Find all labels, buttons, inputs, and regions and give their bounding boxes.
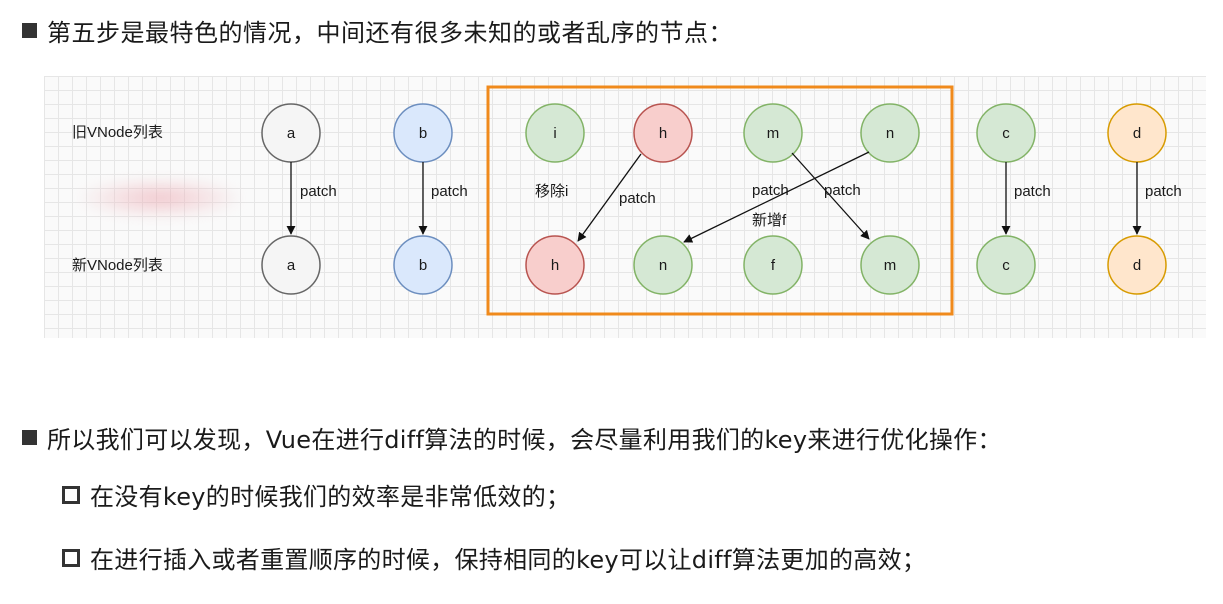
new-node-circle — [525, 235, 585, 295]
old-node-label: m — [767, 125, 780, 142]
filled-square-bullet-icon — [22, 430, 37, 445]
edge-label-n: patch — [824, 182, 861, 199]
edge-label-b: patch — [431, 183, 468, 200]
remove-label: 移除i — [535, 183, 568, 200]
new-node-circle — [860, 235, 920, 295]
new-node-h: h — [525, 235, 585, 295]
old-node-c: c — [976, 103, 1036, 163]
old-node-n: n — [860, 103, 920, 163]
old-node-label: h — [659, 125, 667, 142]
new-node-circle — [743, 235, 803, 295]
blurred-smudge — [80, 178, 240, 218]
old-node-circle — [633, 103, 693, 163]
new-node-label: h — [551, 257, 559, 274]
old-node-label: a — [287, 125, 296, 142]
edge-label-d: patch — [1145, 183, 1182, 200]
new-row-label: 新VNode列表 — [72, 257, 163, 274]
edge-label-a: patch — [300, 183, 337, 200]
heading-text: 第五步是最特色的情况，中间还有很多未知的或者乱序的节点： — [47, 18, 733, 47]
old-node-circle — [525, 103, 585, 163]
old-node-a: a — [261, 103, 321, 163]
old-node-d: d — [1107, 103, 1167, 163]
add-label: 新增f — [752, 212, 787, 229]
new-node-label: d — [1133, 257, 1141, 274]
bullet-main-text: 所以我们可以发现，Vue在进行diff算法的时候，会尽量利用我们的key来进行优… — [47, 426, 1002, 454]
old-node-label: c — [1002, 125, 1010, 142]
old-node-label: i — [553, 125, 556, 142]
new-node-a: a — [261, 235, 321, 295]
old-node-label: n — [886, 125, 894, 142]
new-node-label: a — [287, 257, 296, 274]
new-node-label: n — [659, 257, 667, 274]
new-node-b: b — [393, 235, 453, 295]
edge-m-m — [791, 152, 870, 240]
hollow-square-bullet-icon — [62, 485, 80, 504]
highlight-box — [486, 85, 954, 316]
new-node-label: m — [884, 257, 897, 274]
new-node-m: m — [860, 235, 920, 295]
filled-square-bullet-icon — [22, 22, 37, 38]
new-node-label: c — [1002, 257, 1010, 274]
edge-label-m: patch — [752, 182, 789, 199]
old-node-circle — [860, 103, 920, 163]
hollow-square-bullet-icon — [62, 548, 80, 567]
new-node-circle — [633, 235, 693, 295]
edge-label-c: patch — [1014, 183, 1051, 200]
new-node-circle — [976, 235, 1036, 295]
new-node-n: n — [633, 235, 693, 295]
old-node-circle — [743, 103, 803, 163]
old-node-i: i — [525, 103, 585, 163]
new-node-circle — [261, 235, 321, 295]
new-node-label: f — [771, 257, 776, 274]
old-node-b: b — [393, 103, 453, 163]
new-node-label: b — [419, 257, 427, 274]
edge-n-n — [683, 151, 870, 243]
old-node-label: d — [1133, 125, 1141, 142]
edge-label-h: patch — [619, 190, 656, 207]
new-node-c: c — [976, 235, 1036, 295]
new-node-d: d — [1107, 235, 1167, 295]
vnode-diff-diagram: 旧VNode列表 新VNode列表 a b i h m n c d a b h n f m c d patc… — [44, 76, 1206, 338]
bullet-sub-1: 在没有key的时候我们的效率是非常低效的； — [62, 477, 570, 512]
new-node-f: f — [743, 235, 803, 295]
edge-h-h — [577, 153, 642, 242]
new-node-circle — [393, 235, 453, 295]
old-node-label: b — [419, 125, 427, 142]
bullet-sub-2-text: 在进行插入或者重置顺序的时候，保持相同的key可以让diff算法更加的高效； — [90, 546, 927, 574]
old-node-h: h — [633, 103, 693, 163]
bullet-sub-2: 在进行插入或者重置顺序的时候，保持相同的key可以让diff算法更加的高效； — [62, 540, 926, 575]
bullet-sub-1-text: 在没有key的时候我们的效率是非常低效的； — [90, 483, 571, 511]
section-heading: 第五步是最特色的情况，中间还有很多未知的或者乱序的节点： — [22, 12, 733, 48]
old-node-m: m — [743, 103, 803, 163]
new-node-circle — [1107, 235, 1167, 295]
old-row-label: 旧VNode列表 — [72, 124, 163, 141]
bullet-main: 所以我们可以发现，Vue在进行diff算法的时候，会尽量利用我们的key来进行优… — [22, 420, 1002, 455]
diagram-canvas: 旧VNode列表 新VNode列表 a b i h m n c d a b h n f m c d patc… — [72, 85, 1182, 316]
